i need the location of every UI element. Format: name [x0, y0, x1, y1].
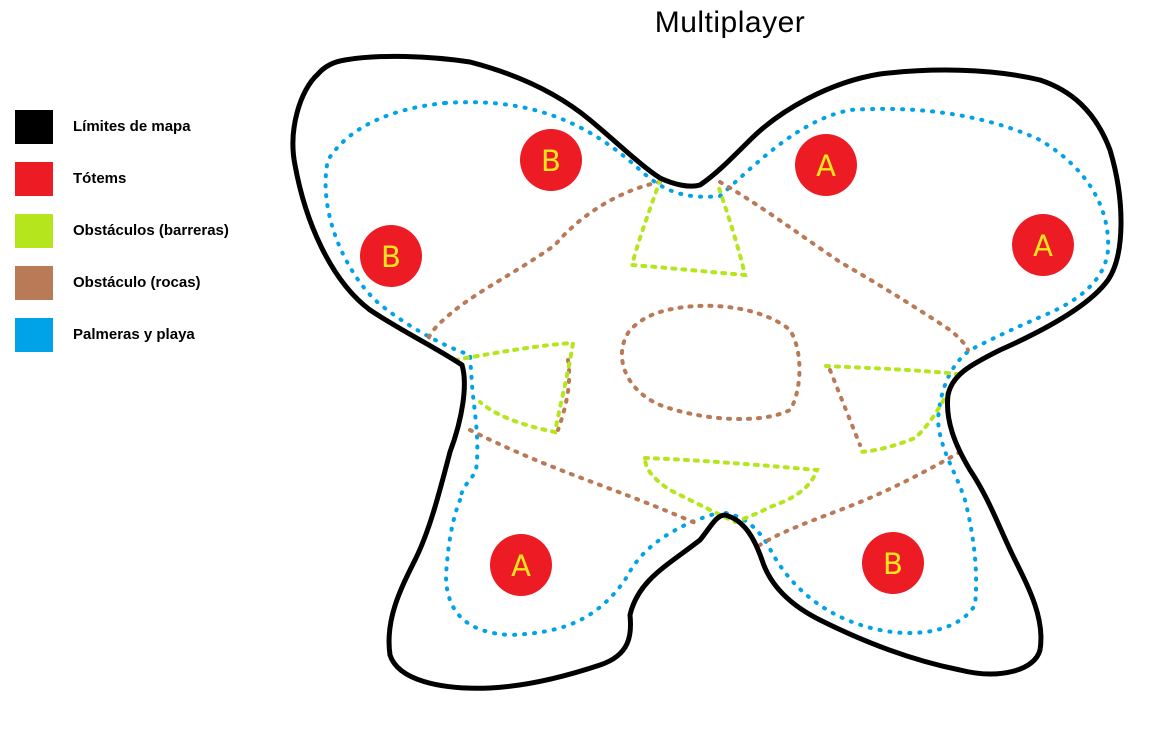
legend-item-totems: Tótems [15, 162, 275, 214]
totem-a-top-right-upper: A [795, 134, 857, 196]
totem-label: B [883, 547, 903, 581]
legend-item-barriers: Obstáculos (barreras) [15, 214, 275, 266]
barrier-top [629, 178, 748, 278]
rocks-swatch [15, 266, 53, 300]
totem-label: A [1033, 229, 1053, 263]
palms-beach-zones [323, 100, 1111, 638]
map-limits-swatch [15, 110, 53, 144]
totem-circle [360, 225, 422, 287]
totem-label: A [511, 549, 531, 583]
totem-circle [490, 534, 552, 596]
totem-circle [862, 532, 924, 594]
legend-label: Obstáculos (barreras) [73, 222, 229, 239]
barrier-left [453, 340, 576, 435]
legend-item-palms-beach: Palmeras y playa [15, 318, 275, 370]
totem-a-bottom-left: A [490, 534, 552, 596]
rocks-right-arm [828, 368, 862, 447]
rocks-top-left [426, 180, 662, 342]
rock-obstacles [426, 180, 970, 547]
totem-circle [1012, 214, 1074, 276]
totem-b-top-left-lower: B [360, 225, 422, 287]
beach-bottom-left [443, 498, 722, 638]
totem-b-bottom-right: B [862, 532, 924, 594]
totem-label: B [541, 144, 561, 178]
totem-a-top-right-lower: A [1012, 214, 1074, 276]
rocks-bottom-left [468, 428, 702, 527]
rocks-bottom-right [758, 450, 962, 547]
barriers-swatch [15, 214, 53, 248]
barrier-obstacles [453, 178, 960, 525]
totem-markers: B A B A A B [360, 129, 1074, 596]
totem-label: A [816, 149, 836, 183]
palms-beach-swatch [15, 318, 53, 352]
legend-label: Tótems [73, 170, 127, 187]
map-legend: Límites de mapa Tótems Obstáculos (barre… [15, 110, 275, 370]
legend-label: Límites de mapa [73, 118, 191, 135]
page-title: Multiplayer [654, 6, 806, 39]
rocks-top-right [718, 180, 970, 352]
totem-circle [520, 129, 582, 191]
rocks-center-ring [620, 303, 802, 422]
legend-label: Palmeras y playa [73, 326, 195, 343]
totem-circle [795, 134, 857, 196]
totems-swatch [15, 162, 53, 196]
legend-item-map-limits: Límites de mapa [15, 110, 275, 162]
legend-item-rocks: Obstáculo (rocas) [15, 266, 275, 318]
totem-label: B [381, 240, 401, 274]
beach-top-left [323, 101, 480, 502]
totem-b-top-left-upper: B [520, 129, 582, 191]
barrier-bottom [643, 456, 820, 525]
beach-top-center [443, 100, 1111, 635]
legend-label: Obstáculo (rocas) [73, 274, 201, 291]
map-boundary [290, 53, 1124, 691]
